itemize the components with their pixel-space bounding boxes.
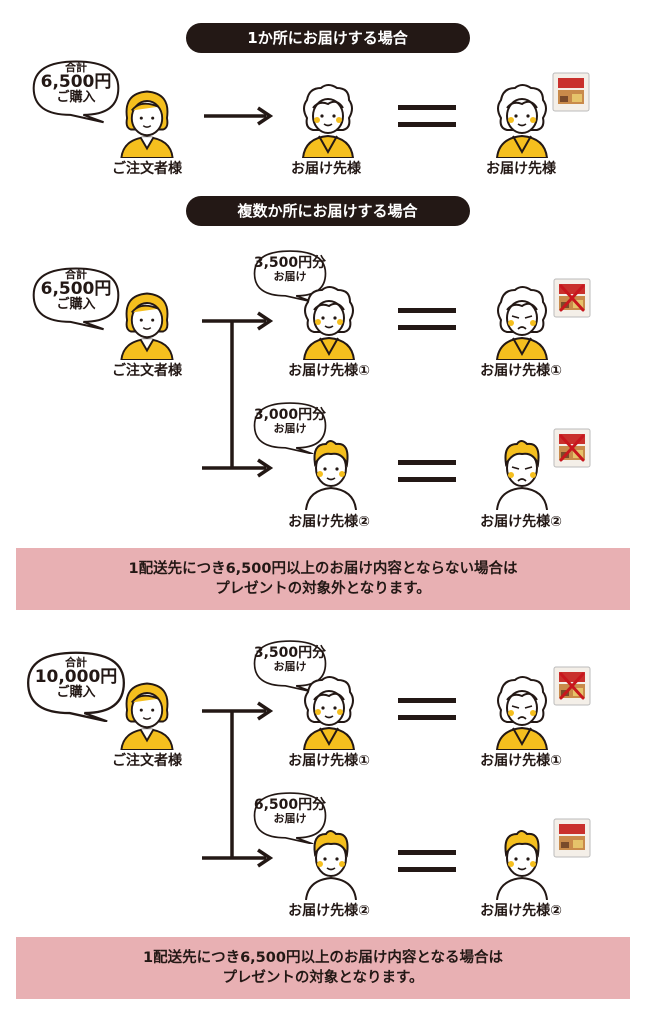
recipient1-avatar [303,286,355,360]
equals-icon [398,105,456,127]
purchase-label: ご購入 [56,90,96,106]
recipient1-sad-avatar [496,286,548,360]
recipient2-sad-avatar [496,440,548,510]
recipient1-label-result: お届け先様① [480,363,562,379]
order-total-bubble: 合計 6,500円 ご購入 [41,269,112,312]
recipient2-label: お届け先様② [288,903,370,919]
total-label: 合計 [65,268,87,281]
recipient1-label: お届け先様① [288,363,370,379]
note-line-2: プレゼントの対象となります。 [222,970,424,986]
recipient2-avatar [305,440,357,510]
total-label: 合計 [65,61,87,74]
order-total-bubble: 合計 6,500円 ご購入 [41,62,112,105]
delivery-label: お届け [273,421,307,435]
recipient1-label: お届け先様① [288,753,370,769]
recipient2-avatar [305,830,357,900]
recipient2-happy-avatar [496,830,548,900]
delivery-label: お届け [273,659,307,673]
orderer-avatar [120,292,174,360]
delivery-amount-bubble: 6,500円分 お届け [254,798,326,824]
eligible-note: 1配送先につき6,500円以上のお届け内容となる場合は プレゼントの対象となりま… [16,937,630,999]
orderer-avatar [120,682,174,750]
order-total-bubble: 合計 10,000円 ご購入 [35,657,118,700]
note-line-2: プレゼントの対象外となります。 [215,581,431,597]
recipient2-label-result: お届け先様② [480,903,562,919]
arrow-right-icon [204,106,274,126]
recipient1-avatar [303,676,355,750]
note-line-1: 1配送先につき6,500円以上のお届け内容となる場合は [142,950,504,966]
orderer-label: ご注文者様 [112,753,182,769]
recipient-label-gift: お届け先様 [486,161,556,177]
section1-title: 1か所にお届けする場合 [185,23,470,53]
delivery-label: お届け [273,269,307,283]
recipient-avatar [302,84,354,158]
branch-arrow-icon [202,311,274,478]
total-amount: 6,500円 [40,278,112,299]
recipient2-label: お届け先様② [288,514,370,530]
cross-icon [559,672,585,700]
not-eligible-note: 1配送先につき6,500円以上のお届け内容とならない場合は プレゼントの対象外と… [16,548,630,610]
total-label: 合計 [64,656,87,669]
delivery-amount-bubble: 3,500円分 お届け [254,646,326,672]
equals-icon [398,460,456,482]
delivery-amount: 3,500円分 [253,255,327,271]
delivery-amount: 6,500円分 [253,797,327,813]
note-line-1: 1配送先につき6,500円以上のお届け内容とならない場合は [128,561,518,577]
gift-package-icon [553,818,591,858]
delivery-amount-bubble: 3,000円分 お届け [254,408,326,434]
equals-icon [398,850,456,872]
delivery-amount-bubble: 3,500円分 お届け [254,256,326,282]
gift-package-icon [552,72,590,112]
delivery-amount: 3,000円分 [253,407,327,423]
recipient1-label-result: お届け先様① [480,753,562,769]
recipient1-sad-avatar [496,676,548,750]
branch-arrow-icon [202,701,274,868]
section2-title: 複数か所にお届けする場合 [185,196,470,226]
recipient-avatar-with-gift [496,84,548,158]
recipient2-label-result: お届け先様② [480,514,562,530]
equals-icon [398,308,456,330]
purchase-label: ご購入 [56,685,96,701]
equals-icon [398,698,456,720]
orderer-label: ご注文者様 [112,161,182,177]
cross-icon [559,434,585,462]
purchase-label: ご購入 [56,297,96,313]
cross-icon [559,284,585,312]
orderer-label: ご注文者様 [112,363,182,379]
delivery-label: お届け [273,811,307,825]
delivery-amount: 3,500円分 [253,645,327,661]
total-amount: 10,000円 [34,666,118,687]
recipient-label: お届け先様 [291,161,361,177]
orderer-avatar [120,90,174,158]
total-amount: 6,500円 [40,71,112,92]
